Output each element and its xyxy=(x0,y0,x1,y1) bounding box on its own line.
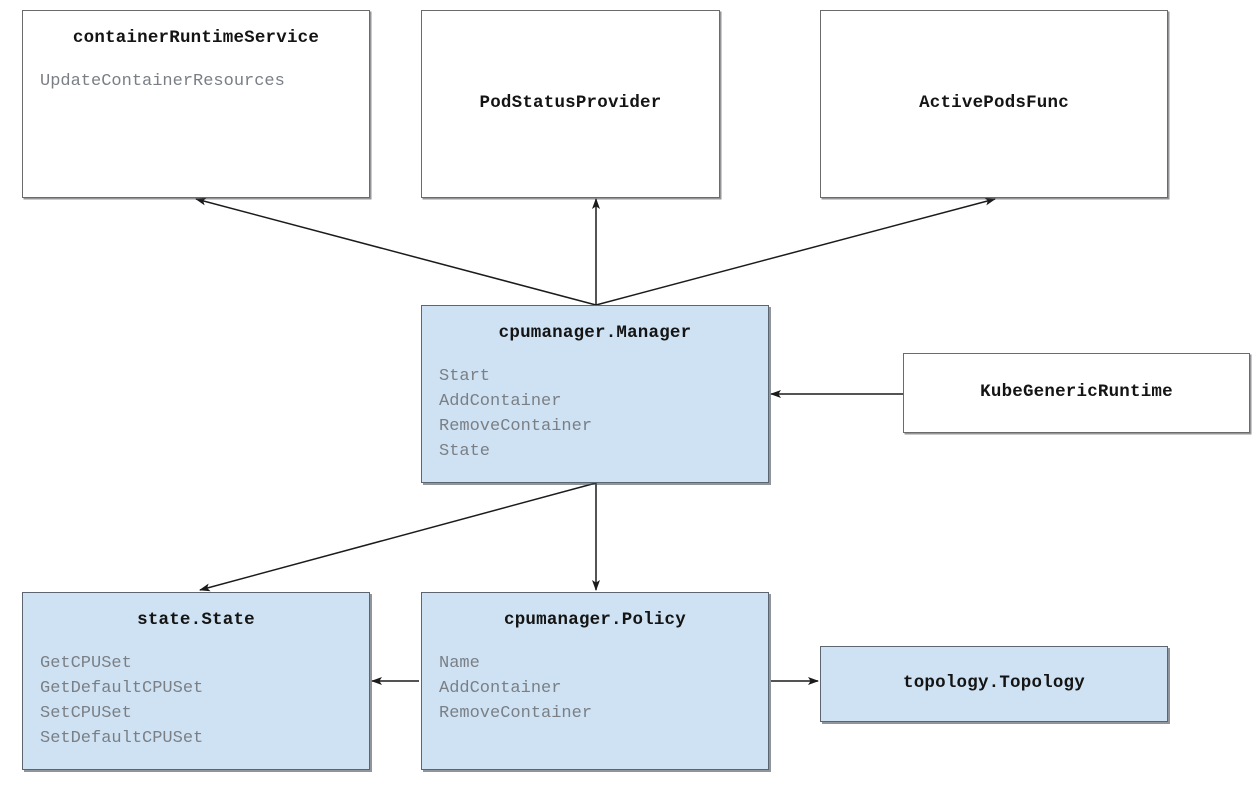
node-podStatusProvider[interactable]: PodStatusProvider xyxy=(421,10,720,198)
node-methods-containerRuntimeService: UpdateContainerResources xyxy=(23,70,369,95)
node-title-podStatusProvider: PodStatusProvider xyxy=(479,93,662,114)
method-item: GetCPUSet xyxy=(40,654,132,674)
edge-manager-to-stateState xyxy=(199,482,597,592)
edge-manager-to-containerRuntimeService xyxy=(195,197,597,306)
node-title-stateState: state.State xyxy=(137,610,255,630)
node-kubeGenericRuntime[interactable]: KubeGenericRuntime xyxy=(903,353,1250,433)
edge-manager-to-activePodsFunc xyxy=(595,197,996,306)
node-activePodsFunc[interactable]: ActivePodsFunc xyxy=(820,10,1168,198)
method-item: SetDefaultCPUSet xyxy=(40,729,204,749)
method-item: RemoveContainer xyxy=(439,417,593,437)
node-title-kubeGenericRuntime: KubeGenericRuntime xyxy=(980,382,1173,403)
node-title-cpumanagerManager: cpumanager.Manager xyxy=(498,323,692,343)
node-title-activePodsFunc: ActivePodsFunc xyxy=(919,93,1069,114)
node-title-cpumanagerPolicy: cpumanager.Policy xyxy=(504,610,686,630)
node-title-topologyTopology: topology.Topology xyxy=(903,673,1085,694)
method-item: State xyxy=(439,442,491,462)
method-item: AddContainer xyxy=(439,679,562,699)
node-title-containerRuntimeService: containerRuntimeService xyxy=(72,28,320,48)
method-item: UpdateContainerResources xyxy=(40,72,285,92)
method-item: GetDefaultCPUSet xyxy=(40,679,204,699)
method-item: SetCPUSet xyxy=(40,704,132,724)
method-item: Start xyxy=(439,367,491,387)
method-item: AddContainer xyxy=(439,392,562,412)
method-item: RemoveContainer xyxy=(439,704,593,724)
method-item: Name xyxy=(439,654,480,674)
node-topologyTopology[interactable]: topology.Topology xyxy=(820,646,1168,722)
